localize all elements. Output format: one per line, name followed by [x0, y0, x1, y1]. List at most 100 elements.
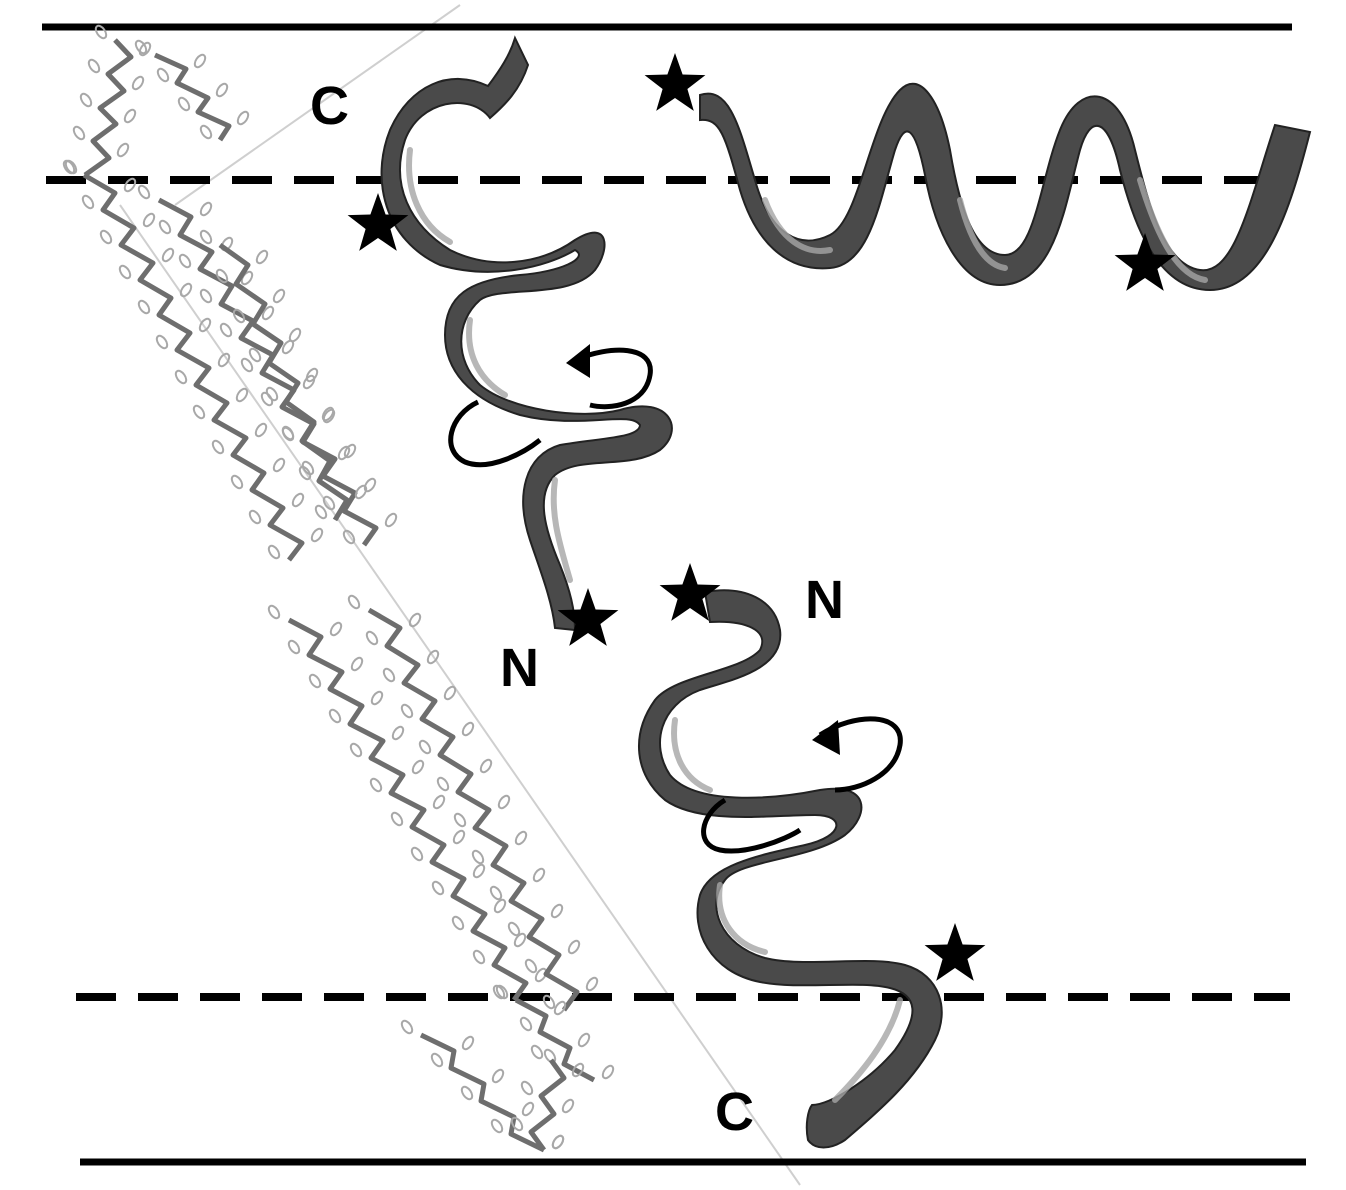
- star-icon: [659, 563, 721, 621]
- hydrogen-atom: [123, 108, 137, 124]
- hydrogen-atom: [519, 1016, 533, 1032]
- hydrogen-atom: [550, 903, 564, 919]
- hydrogen-atom: [81, 194, 95, 210]
- c-terminus-label-bottom: C: [715, 1082, 754, 1142]
- hydrogen-atom: [156, 67, 170, 83]
- hydrogen-atom: [567, 939, 581, 955]
- guide-line: [174, 4, 461, 206]
- hydrogen-atom: [400, 703, 414, 719]
- hydrogen-atom: [192, 404, 206, 420]
- hydrogen-atom: [265, 386, 279, 402]
- lipid-chain: [514, 997, 596, 1083]
- hydrogen-atom: [461, 721, 475, 737]
- hydrogen-atom: [601, 1064, 615, 1080]
- hydrogen-atom: [369, 777, 383, 793]
- hydrogen-atom: [72, 125, 86, 141]
- hydrogen-atom: [219, 322, 233, 338]
- c-terminus-label-top: C: [310, 76, 349, 136]
- hydrogen-atom: [261, 305, 275, 321]
- hydrogen-atom: [134, 39, 148, 55]
- hydrogen-atom: [248, 347, 262, 363]
- lipid-chain: [218, 242, 350, 522]
- hydrogen-atom: [198, 317, 212, 333]
- hydrogen-atom: [410, 846, 424, 862]
- hydrogen-atom: [62, 159, 76, 175]
- hydrogen-atom: [305, 367, 319, 383]
- hydrogen-atom: [211, 439, 225, 455]
- hydrogen-atom: [329, 621, 343, 637]
- hydrogen-atom: [215, 268, 229, 284]
- hydrogen-atom: [178, 253, 192, 269]
- helix-transmembrane-lower: [638, 589, 943, 1149]
- hydrogen-atom: [118, 264, 132, 280]
- hydrogen-atom: [452, 829, 466, 845]
- hydrogen-atom: [291, 492, 305, 508]
- hydrogen-atom: [491, 1068, 505, 1084]
- hydrogen-atom: [507, 921, 521, 937]
- hydrogen-atom: [521, 1101, 535, 1117]
- hydrogen-atom: [174, 369, 188, 385]
- hydrogen-atom: [272, 457, 286, 473]
- hydrogen-atom: [510, 1116, 524, 1132]
- hydrogen-atom: [443, 685, 457, 701]
- hydrogen-atom: [479, 758, 493, 774]
- hydrogen-atom: [432, 794, 446, 810]
- hydrogen-atom: [161, 247, 175, 263]
- hydrogen-atom: [217, 352, 231, 368]
- hydrogen-atom: [342, 529, 356, 545]
- hydrogen-atom: [489, 885, 503, 901]
- hydrogen-atom: [585, 976, 599, 992]
- hydrogen-atom: [551, 1134, 565, 1150]
- hydrogen-atom: [240, 357, 254, 373]
- star-markers: [347, 53, 1176, 981]
- hydrogen-atom: [561, 1098, 575, 1114]
- hydrogen-atom: [308, 673, 322, 689]
- hydrogen-atom: [310, 527, 324, 543]
- hydrogen-atom: [370, 690, 384, 706]
- hydrogen-atom: [99, 229, 113, 245]
- hydrogen-atom: [137, 299, 151, 315]
- hydrogen-atom: [79, 92, 93, 108]
- hydrogen-atom: [524, 958, 538, 974]
- hydrogen-atom: [430, 1052, 444, 1068]
- hydrogen-atom: [453, 812, 467, 828]
- hydrogen-atom: [418, 739, 432, 755]
- hydrogen-atom: [131, 75, 145, 91]
- hydrogen-atom: [408, 612, 422, 628]
- hydrogen-atom: [155, 334, 169, 350]
- hydrogen-atom: [255, 249, 269, 265]
- star-icon: [924, 923, 986, 981]
- hydrogen-atom: [534, 967, 548, 983]
- hydrogen-atom: [322, 495, 336, 511]
- hydrogen-atom: [514, 830, 528, 846]
- hydrogen-atom: [426, 649, 440, 665]
- rotation-arrow-icon: [448, 344, 653, 468]
- hydrogen-atom: [302, 374, 316, 390]
- hydrogen-atom: [350, 656, 364, 672]
- hydrogen-atom: [571, 1062, 585, 1078]
- hydrogen-atom: [199, 288, 213, 304]
- hydrogen-atom: [349, 742, 363, 758]
- hydrogen-atom: [94, 24, 108, 40]
- hydrogen-atom: [267, 604, 281, 620]
- hydrogen-atom: [400, 1019, 414, 1035]
- hydrogen-atom: [520, 1080, 534, 1096]
- hydrogen-atom: [232, 308, 246, 324]
- hydrogen-atom: [137, 184, 151, 200]
- hydrogen-atom: [199, 229, 213, 245]
- hydrogen-atom: [472, 863, 486, 879]
- hydrogen-atom: [87, 58, 101, 74]
- star-icon: [1114, 233, 1176, 291]
- hydrogen-atom: [254, 422, 268, 438]
- hydrogen-atom: [230, 474, 244, 490]
- hydrogen-atom: [177, 96, 191, 112]
- hydrogen-atom: [236, 110, 250, 126]
- hydrogen-atom: [384, 512, 398, 528]
- hydrogen-atom: [199, 201, 213, 217]
- hydrogen-atom: [337, 445, 351, 461]
- hydrogen-atom: [411, 759, 425, 775]
- lipid-chain: [153, 52, 232, 142]
- rotation-arrow-icon: [701, 716, 903, 854]
- hydrogen-atom: [365, 630, 379, 646]
